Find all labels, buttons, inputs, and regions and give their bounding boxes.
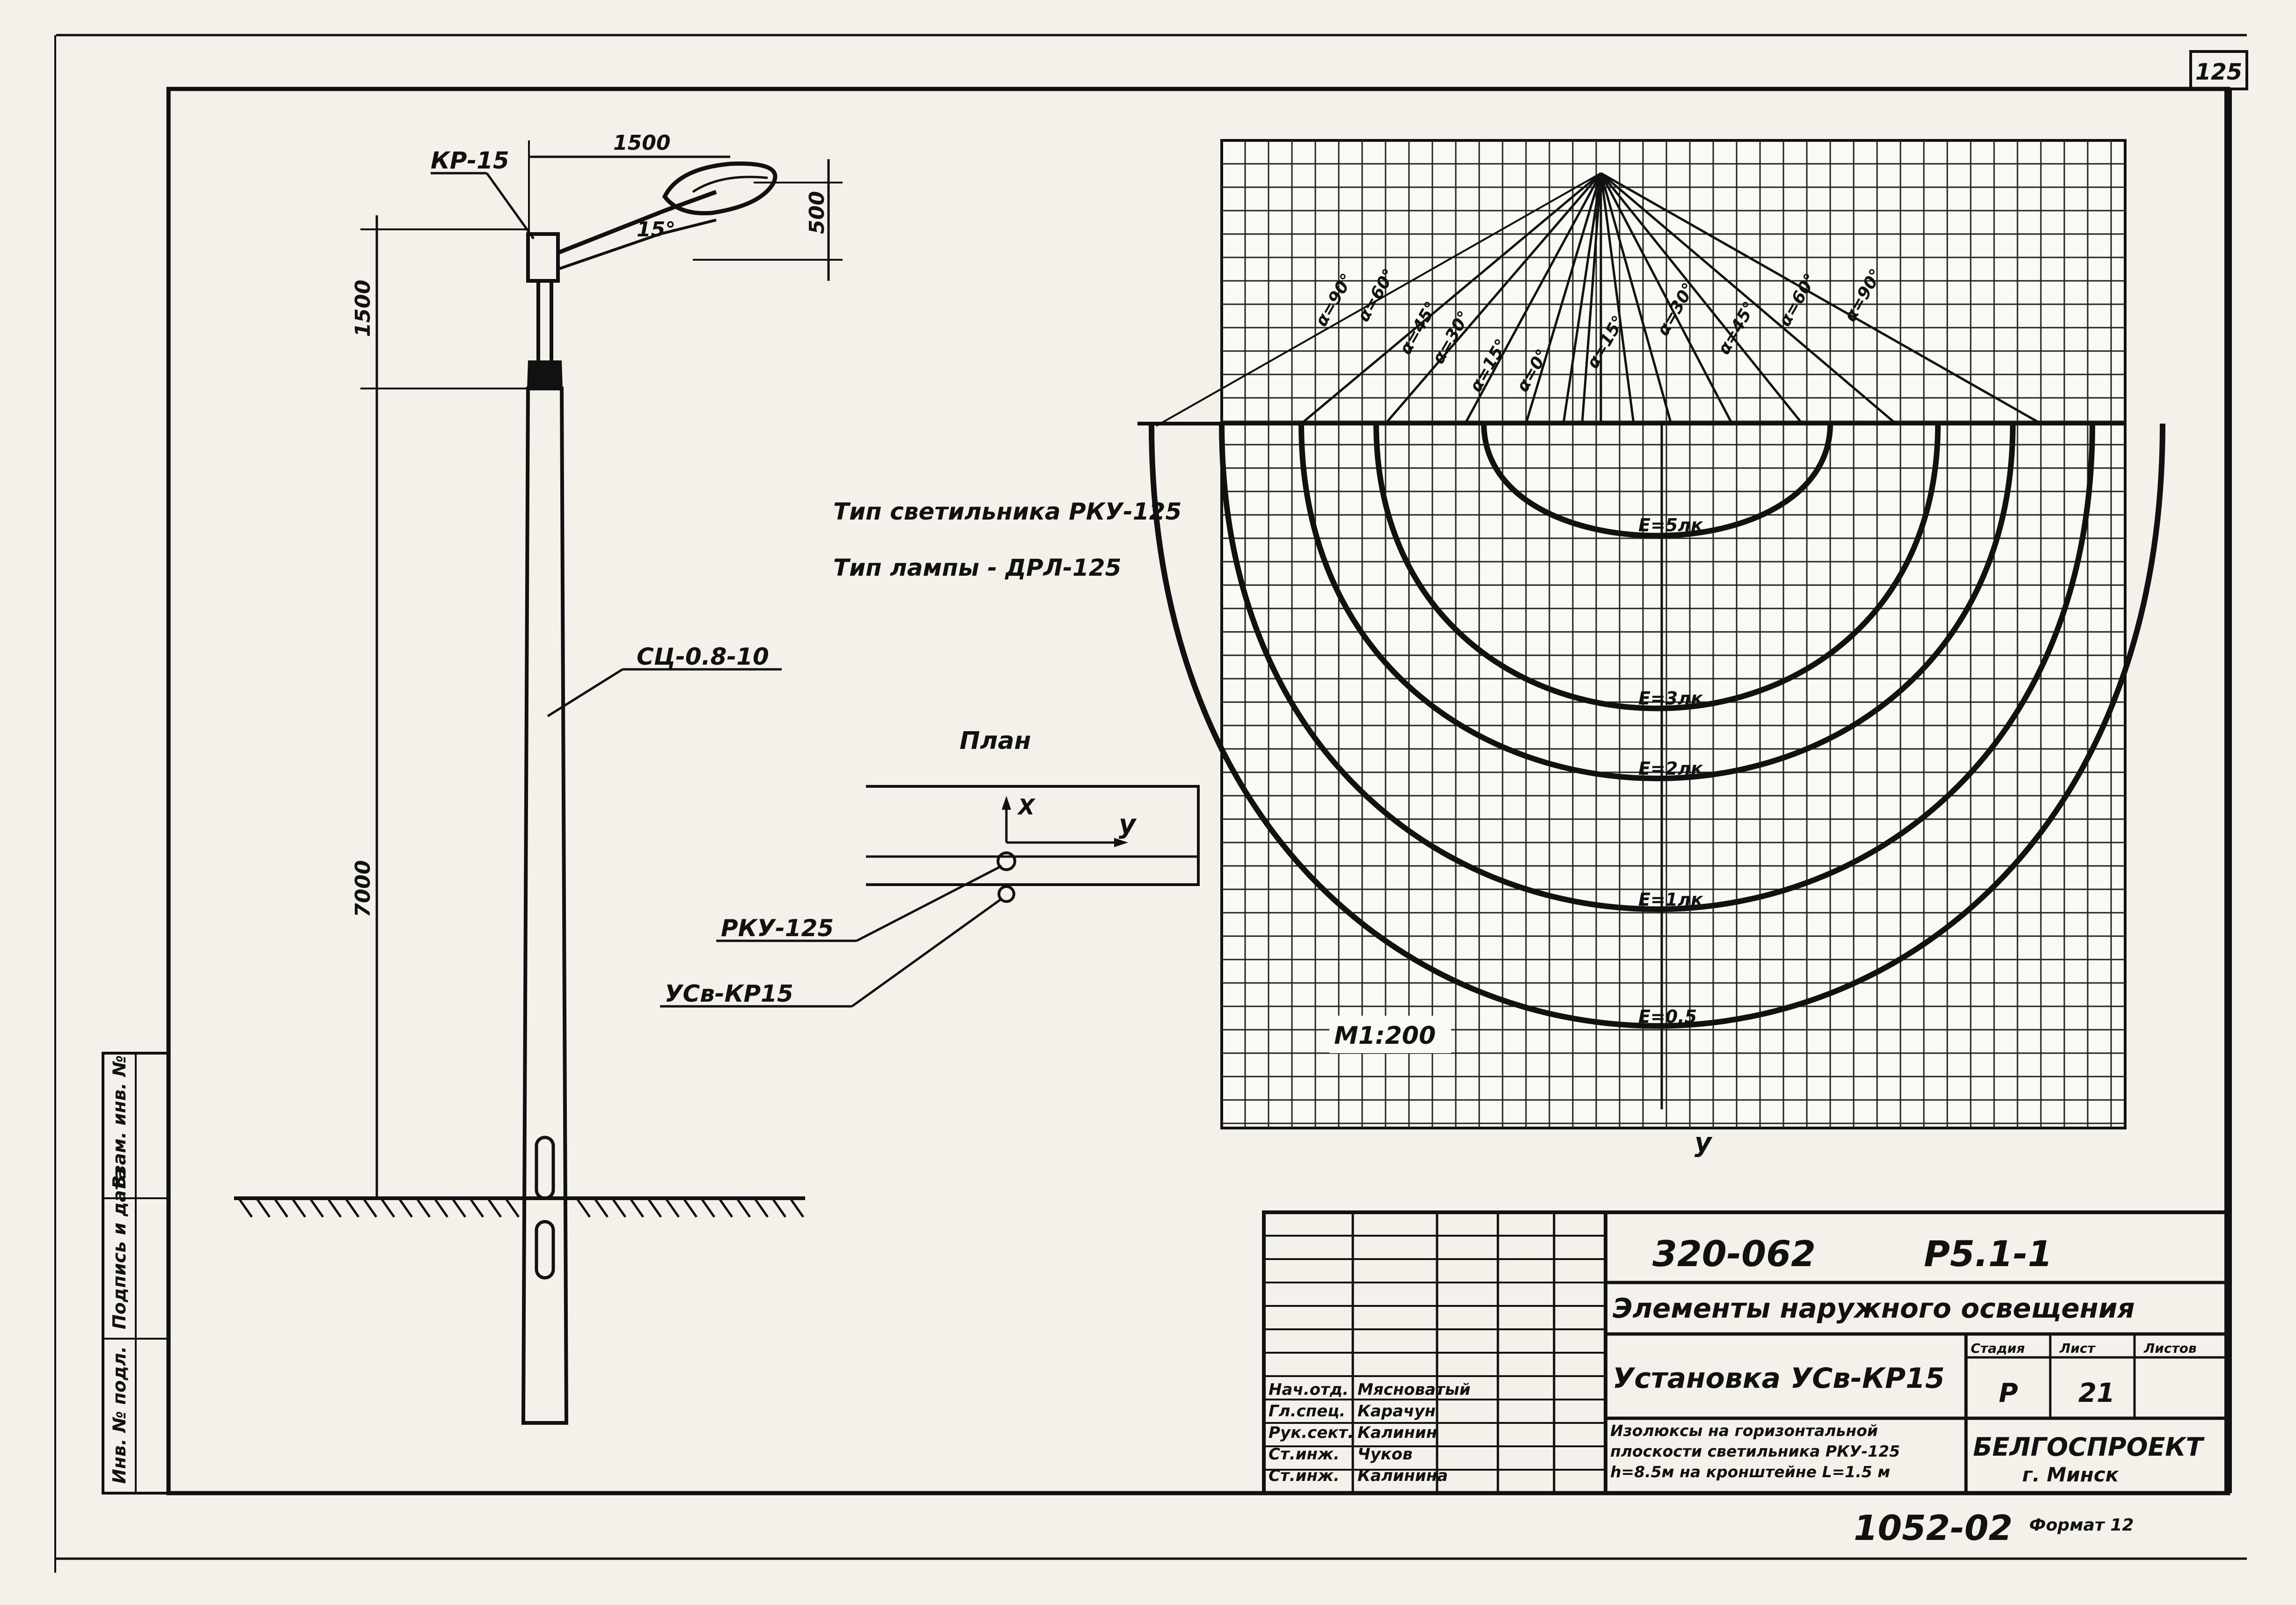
drawing-title: Установка УСв-КР15 (1613, 1362, 1945, 1395)
strip-label-sign: Подпись и дата (109, 1168, 130, 1329)
stage-header: Стадия (1971, 1341, 2025, 1356)
role-name: Чуков (1357, 1445, 1413, 1464)
isolux-curve (1373, 423, 1941, 711)
isolux-scale: М1:200 (1334, 1022, 1436, 1050)
isolux-curve-label: E=3лк (1638, 688, 1703, 709)
plan-label-unit: УСв-КР15 (665, 980, 793, 1007)
isolux-curve-label: E=2лк (1638, 758, 1703, 779)
bracket-head (526, 232, 560, 283)
sheet-header: Лист (2059, 1341, 2096, 1356)
isolux-axis-label: у (1694, 1128, 1713, 1158)
dim-rise: 500 (805, 191, 829, 234)
isolux-curve-label: E=1лк (1638, 889, 1703, 910)
dim-lower: 7000 (351, 860, 375, 917)
isolux-curve (1149, 423, 2165, 1029)
plan-label-luminaire: РКУ-125 (721, 915, 834, 942)
sheet-code: Р5.1-1 (1924, 1233, 2053, 1275)
plan-axis-x-label: X (1017, 794, 1036, 820)
lamp-type: Тип лампы - ДРЛ-125 (833, 554, 1121, 581)
stamp-grid (1264, 1212, 1606, 1493)
dim-upper: 1500 (351, 280, 375, 337)
sheet-value: 21 (2078, 1378, 2115, 1408)
doc-number: 320-062 (1652, 1233, 1816, 1275)
sheets-header: Листов (2143, 1341, 2197, 1356)
dim-reach: 1500 (613, 131, 670, 155)
pole-shaft (521, 387, 569, 1425)
luminaire-type: Тип светильника РКУ-125 (833, 498, 1181, 525)
plan-title: План (960, 727, 1031, 755)
role-title: Рук.сект. (1269, 1423, 1354, 1442)
role-title: Ст.инж. (1269, 1445, 1340, 1464)
plan-luminaire-symbol (997, 851, 1016, 871)
organization: БЕЛГОСПРОЕКТ (1973, 1432, 2205, 1462)
role-name: Калинин (1357, 1423, 1437, 1442)
stage-value: Р (1999, 1378, 2018, 1408)
role-name: Мясноватый (1357, 1380, 1470, 1399)
pole-collar (527, 360, 563, 388)
series-title: Элементы наружного освещения (1613, 1292, 2135, 1324)
isolux-curve (1481, 423, 1833, 539)
pole-drawing: КР-15 1500 500 15° 1500 7000 СЦ-0.8-10 (234, 131, 843, 1425)
role-name: Карачун (1357, 1402, 1436, 1421)
strip-label-replace: Взам. инв. № (109, 1055, 130, 1189)
isolux-grid (1220, 139, 2127, 1129)
drawing-desc-box: Изолюксы на горизонтальной плоскости све… (1610, 1422, 1900, 1481)
strip-label-inv: Инв. № подл. (109, 1346, 130, 1484)
plan-unit-symbol (998, 885, 1015, 903)
page-number-box (2189, 50, 2248, 90)
bracket-label: КР-15 (431, 147, 509, 174)
city: г. Минск (2022, 1463, 2120, 1486)
dim-angle: 15° (637, 218, 675, 242)
pole-hatch-upper (535, 1136, 555, 1200)
bottom-code: 1052-02 (1854, 1508, 2013, 1548)
plan-axis-y-label: y (1119, 809, 1137, 840)
bracket-arm (557, 190, 717, 255)
title-block: 320-062 Р5.1-1 Элементы наружного освеще… (1262, 1210, 2230, 1495)
support-label: СЦ-0.8-10 (637, 643, 769, 670)
isolux-curve-label: E=5лк (1638, 515, 1703, 535)
isolux-curve (1298, 423, 2016, 782)
scale-box (1329, 1016, 1451, 1053)
drawing-desc: Изолюксы на горизонтальной плоскости све… (1610, 1422, 1900, 1481)
plan-view: План X y РКУ-125 УСв-КР15 (660, 727, 1200, 1008)
plan-road (866, 785, 1200, 886)
ground-hatch (237, 1197, 805, 1218)
side-strip: Инв. № подл. Подпись и дата Взам. инв. № (102, 1052, 170, 1495)
role-title: Ст.инж. (1269, 1466, 1340, 1485)
pole-hatch-lower (535, 1220, 555, 1280)
role-title: Нач.отд. (1269, 1380, 1349, 1399)
role-name: Калинина (1357, 1466, 1448, 1485)
isolux-curve (1219, 423, 2095, 912)
page-number: 125 (2195, 59, 2242, 85)
role-title: Гл.спец. (1269, 1402, 1345, 1421)
format-note: Формат 12 (2029, 1516, 2134, 1535)
isolux-rays (1156, 172, 2042, 427)
isolux-curve-label: E=0.5 (1638, 1006, 1697, 1027)
